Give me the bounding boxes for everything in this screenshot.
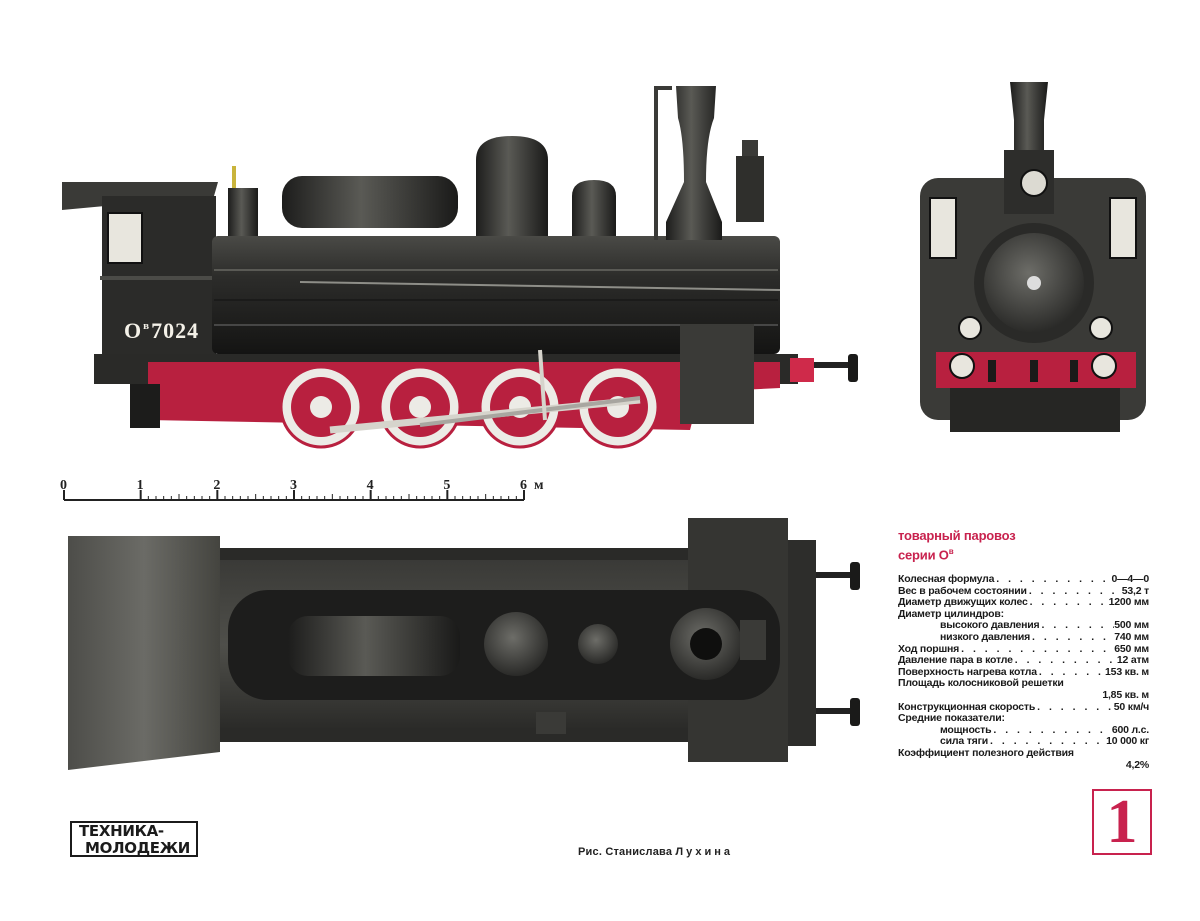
spec-label: Средние показатели: <box>898 713 1005 725</box>
spec-label: Колесная формула <box>898 574 995 585</box>
scale-tick-label: 5 <box>443 478 451 493</box>
spec-row: 4,2% <box>898 760 1149 772</box>
logo-line-2: МОЛОДЕЖИ <box>85 839 191 857</box>
spec-row: Площадь колосниковой решетки <box>898 678 1149 690</box>
scale-tick-label: 4 <box>366 478 374 493</box>
spec-value: 500 мм <box>1114 620 1149 632</box>
spec-row: Ход поршня. . . . . . . . . . . . . . . … <box>898 643 1149 655</box>
scale-tick-label: 3 <box>290 478 297 493</box>
spec-row: сила тяги. . . . . . . . . . . . . . . .… <box>898 736 1149 748</box>
scale-tick-label: 6 <box>520 478 527 493</box>
sand-dome <box>228 188 258 236</box>
logo-line-1: ТЕХНИКА- <box>79 822 164 840</box>
cab-roof-top <box>68 536 220 770</box>
chimney <box>666 86 722 240</box>
spec-row: Средние показатели: <box>898 713 1149 725</box>
spec-row: Диаметр цилиндров: <box>898 609 1149 621</box>
buffer-beam <box>790 358 814 382</box>
engine-number: Ов7024 <box>124 318 200 343</box>
spec-row: Конструкционная скорость. . . . . . . . … <box>898 701 1149 713</box>
spec-value: 0—4—0 <box>1111 574 1149 585</box>
top-view <box>68 518 860 770</box>
spec-value: 12 атм <box>1116 655 1149 667</box>
illustration-credit: Рис. Станислава Лухина <box>578 846 734 858</box>
spec-label: низкого давления <box>940 631 1031 643</box>
air-tank <box>282 176 458 228</box>
spec-label: Ход поршня <box>898 643 960 655</box>
air-tank-top <box>288 616 460 676</box>
scale-bar <box>63 490 525 501</box>
spec-label: Конструкционная скорость <box>898 701 1036 713</box>
spec-row: мощность. . . . . . . . . . . . . . . . … <box>898 725 1149 737</box>
spec-label: Вес в рабочем состоянии <box>898 585 1027 597</box>
spec-value: 740 мм <box>1114 631 1149 643</box>
spec-row: Колесная формула. . . . . . . . . . . . … <box>898 574 1149 585</box>
spec-value: 1,85 кв. м <box>1102 689 1149 701</box>
spec-label: Поверхность нагрева котла <box>898 666 1037 678</box>
magazine-logo: ТЕХНИКА- МОЛОДЕЖИ <box>71 822 197 857</box>
spec-label: мощность <box>940 724 992 736</box>
whistle-dome <box>572 180 616 236</box>
spec-row: Диаметр движущих колес. . . . . . . . . … <box>898 597 1149 609</box>
spec-row: высокого давления. . . . . . . . . . . .… <box>898 620 1149 632</box>
spec-value: 50 км/ч <box>1113 701 1149 713</box>
cylinder <box>680 324 754 424</box>
side-view <box>62 86 858 449</box>
spec-value: 1200 мм <box>1108 597 1149 609</box>
spec-row: Давление пара в котле. . . . . . . . . .… <box>898 655 1149 667</box>
spec-value: 650 мм <box>1114 643 1149 655</box>
spec-label: Коэффициент полезного действия <box>898 747 1074 759</box>
scale-tick-label: 0 <box>60 478 67 493</box>
front-view <box>920 82 1146 432</box>
cab-window <box>107 212 143 264</box>
steam-dome-top <box>484 612 548 676</box>
spec-label: Диаметр движущих колес <box>898 597 1028 609</box>
spec-label: сила тяги <box>940 736 989 748</box>
spec-row: Коэффициент полезного действия <box>898 748 1149 760</box>
page-number: 1 <box>1092 789 1152 855</box>
scale-tick-label: 2 <box>213 478 221 493</box>
scale-tick-label: 1 <box>136 478 144 493</box>
spec-row: низкого давления. . . . . . . . . . . . … <box>898 632 1149 644</box>
spec-label: Давление пара в котле <box>898 655 1013 667</box>
spec-row: Вес в рабочем состоянии. . . . . . . . .… <box>898 585 1149 597</box>
spec-label: Диаметр цилиндров: <box>898 608 1004 620</box>
spec-label: высокого давления <box>940 620 1040 632</box>
spec-list: Колесная формула. . . . . . . . . . . . … <box>898 574 1149 771</box>
spec-row: 1,85 кв. м <box>898 690 1149 702</box>
scale-unit: м <box>534 478 544 493</box>
spec-title: товарный паровоз серии Ов <box>898 528 1016 563</box>
magazine-logo-frame <box>70 821 198 857</box>
headlamp <box>736 156 764 222</box>
spec-value: 10 000 кг <box>1106 736 1149 748</box>
spec-value: 53,2 т <box>1121 585 1149 597</box>
steam-dome <box>476 136 548 236</box>
spec-value: 4,2% <box>1125 759 1149 771</box>
spec-value: 153 кв. м <box>1105 666 1149 678</box>
spec-value: 600 л.с. <box>1111 724 1149 736</box>
spec-row: Поверхность нагрева котла. . . . . . . .… <box>898 666 1149 678</box>
spec-label: Площадь колосниковой решетки <box>898 678 1064 690</box>
